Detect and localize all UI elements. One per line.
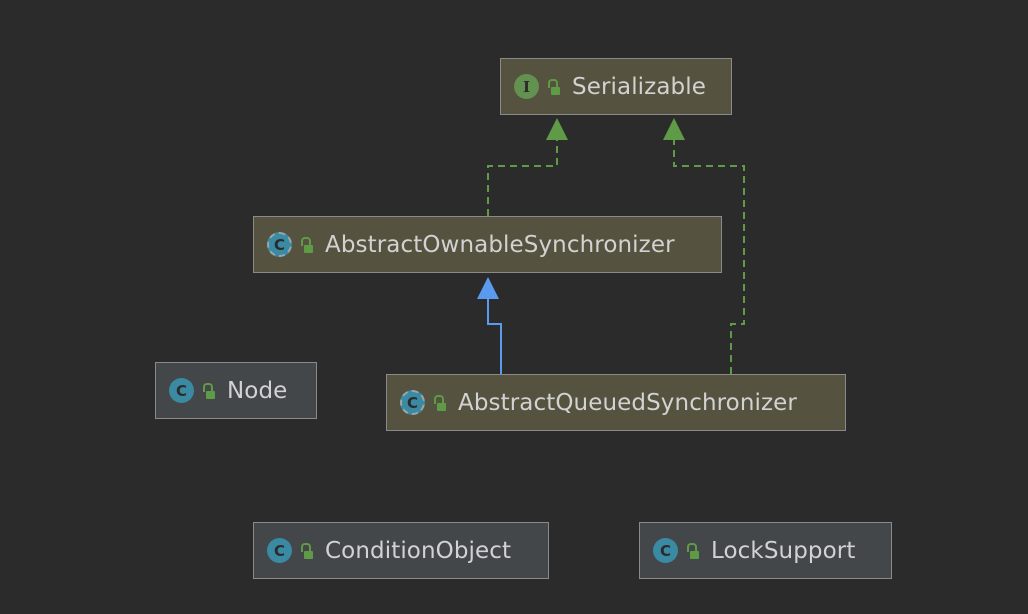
public-unlocked-icon — [203, 382, 215, 399]
class-icon: C — [169, 378, 194, 403]
public-unlocked-icon — [301, 236, 313, 253]
public-unlocked-icon — [687, 542, 699, 559]
arrowhead-aqs-aos — [477, 277, 499, 299]
node-label: Serializable — [572, 73, 706, 100]
abstract-class-icon: C — [267, 232, 292, 257]
node-abstract-ownable-synchronizer[interactable]: C AbstractOwnableSynchronizer — [253, 216, 722, 273]
edge-aqs-extends-aos — [487, 298, 502, 374]
public-unlocked-icon — [548, 78, 560, 95]
node-serializable[interactable]: I Serializable — [500, 58, 732, 115]
node-condition-object[interactable]: C ConditionObject — [253, 522, 549, 579]
node-abstract-queued-synchronizer[interactable]: C AbstractQueuedSynchronizer — [386, 374, 846, 431]
node-label: AbstractQueuedSynchronizer — [458, 389, 797, 416]
node-lock-support[interactable]: C LockSupport — [639, 522, 892, 579]
arrowhead-aos-serializable — [546, 118, 568, 140]
node-label: AbstractOwnableSynchronizer — [325, 231, 675, 258]
node-label: LockSupport — [711, 537, 856, 564]
node-label: Node — [227, 377, 288, 404]
public-unlocked-icon — [301, 542, 313, 559]
node-node[interactable]: C Node — [155, 362, 317, 419]
edge-aos-implements-serializable — [487, 139, 558, 216]
interface-icon: I — [514, 74, 539, 99]
public-unlocked-icon — [434, 394, 446, 411]
class-icon: C — [267, 538, 292, 563]
class-icon: C — [653, 538, 678, 563]
node-label: ConditionObject — [325, 537, 512, 564]
arrowhead-aqs-serializable — [663, 118, 685, 140]
abstract-class-icon: C — [400, 390, 425, 415]
